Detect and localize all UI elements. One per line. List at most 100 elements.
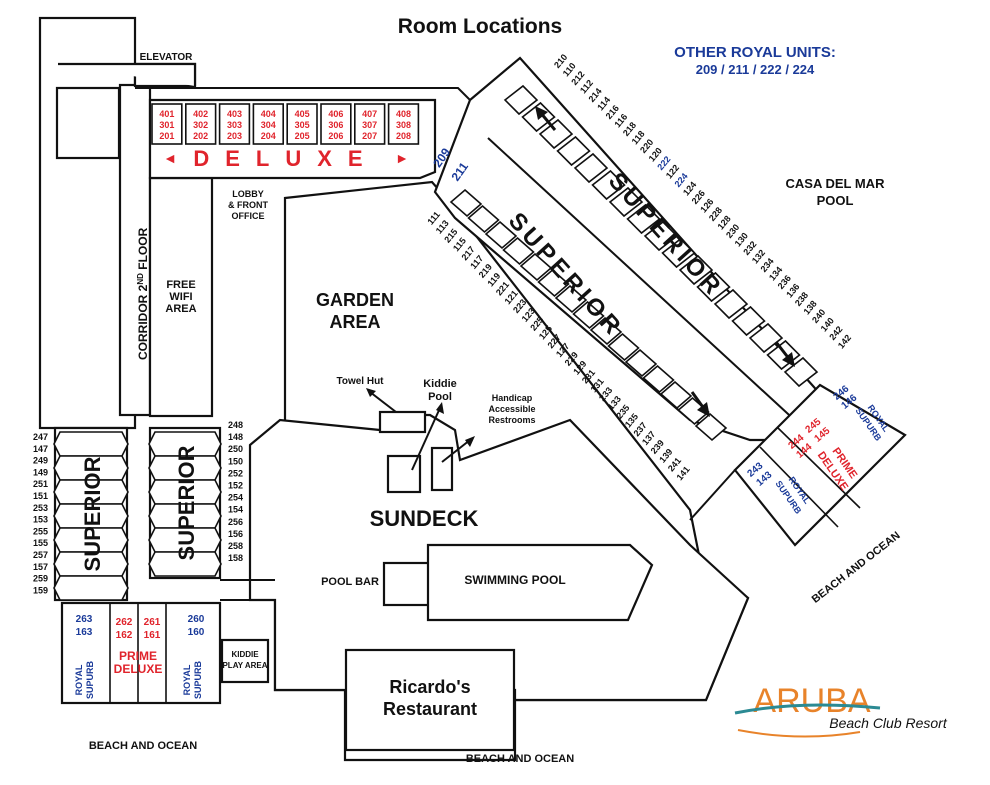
garden-label-2: AREA	[329, 312, 380, 332]
diag-inner-cell	[572, 300, 605, 330]
page-title: Room Locations	[398, 15, 563, 38]
wifi-label-1: FREE	[166, 279, 195, 291]
diag-inner-cell	[589, 316, 623, 346]
diag-outer-cell	[556, 135, 591, 167]
unit-162: 162	[116, 630, 133, 641]
diag-inner-cell	[607, 332, 640, 362]
kiddie-pool-label-2: Pool	[428, 391, 452, 403]
deluxe-unit-203: 203	[227, 131, 242, 141]
deluxe-unit-cell	[320, 103, 352, 145]
wifi-label-2: WIFI	[169, 291, 192, 303]
diag-inner-cell	[537, 268, 570, 298]
bottom-left-outline	[60, 601, 222, 705]
wing-connector	[220, 579, 275, 601]
casa-label-2: POOL	[817, 193, 854, 208]
prime-label-2: DELUXE	[114, 662, 163, 676]
inner-superior-wing: SUPERIOR	[148, 426, 222, 580]
unit-number-259: 259	[33, 574, 48, 584]
deluxe-unit-207: 207	[362, 131, 377, 141]
unit-263: 263	[76, 614, 93, 625]
diagonal-corridor	[487, 137, 801, 426]
unit-number-149: 149	[33, 467, 48, 477]
corridor-room	[55, 86, 121, 160]
deluxe-unit-cell	[151, 103, 183, 145]
deluxe-unit-cell	[185, 103, 217, 145]
unit-number-254: 254	[228, 493, 243, 503]
deluxe-unit-407: 407	[362, 109, 377, 119]
diag-inner-cell	[694, 412, 728, 442]
logo-swoosh	[734, 703, 881, 715]
diag-outer-cell	[748, 322, 784, 354]
unit-number-248: 248	[228, 420, 243, 430]
corridor-label: CORRIDOR 2ND FLOOR	[136, 227, 150, 360]
diag-inner-cell	[624, 348, 658, 378]
unit-number-153: 153	[33, 515, 48, 525]
diag-inner-cell	[554, 284, 588, 314]
diag-inner-cell	[484, 220, 518, 250]
unit-number-157: 157	[33, 562, 48, 572]
wing-unit-cell	[53, 575, 129, 601]
unit-number-257: 257	[33, 550, 48, 560]
deluxe-unit-cell	[252, 103, 284, 145]
casa-label-1: CASA DEL MAR	[786, 176, 886, 191]
kiddie-pool-arrow	[411, 407, 441, 471]
diag-inner-cell	[467, 204, 500, 234]
beach-label-right: BEACH AND OCEAN	[810, 530, 903, 606]
diag-outer-cell	[608, 186, 644, 218]
unit-number-250: 250	[228, 444, 243, 454]
swimming-pool	[426, 543, 654, 622]
pool-bar-label: POOL BAR	[321, 576, 379, 588]
top-corridor-wall	[135, 87, 471, 101]
unit-number-256: 256	[228, 517, 243, 527]
deluxe-unit-206: 206	[328, 131, 343, 141]
beach-label-left: BEACH AND OCEAN	[89, 740, 197, 752]
unit-number-155: 155	[33, 538, 48, 548]
royal-label-b2: SUPURB	[193, 661, 203, 700]
diag-outer-cell	[591, 169, 626, 201]
prime-label-1: PRIME	[119, 649, 157, 663]
restrooms-label-3: Restrooms	[488, 415, 535, 425]
deluxe-label: DELUXE	[193, 146, 378, 171]
inner-superior-label: SUPERIOR	[174, 445, 199, 560]
deluxe-unit-cell	[353, 103, 386, 145]
rb-divider-1	[777, 427, 861, 509]
restrooms-arrowhead	[465, 436, 475, 447]
diag-outer-cell	[731, 305, 766, 337]
deluxe-unit-302: 302	[193, 120, 208, 130]
unit-number-148: 148	[228, 432, 243, 442]
restrooms-box	[430, 446, 454, 492]
other-royal-units: 209 / 211 / 222 / 224	[696, 62, 815, 77]
deluxe-unit-403: 403	[227, 109, 242, 119]
deluxe-unit-cell	[286, 103, 318, 145]
right-unit-block: 246 146 245 145 244 144 243 143 ROYAL SU…	[733, 383, 907, 547]
deluxe-unit-406: 406	[328, 109, 343, 119]
unit-number-150: 150	[228, 456, 243, 466]
logo-name: ARUBA	[753, 682, 870, 720]
towel-hut-arrow	[369, 391, 397, 413]
royal-label-a1: ROYAL	[74, 664, 84, 695]
unit-number-156: 156	[228, 529, 243, 539]
deluxe-unit-201: 201	[159, 131, 174, 141]
right-block-outline	[733, 383, 907, 547]
kiddie-play-label-2: PLAY AREA	[222, 661, 267, 670]
diag-outer-cell	[626, 203, 661, 235]
deluxe-arrow-left: ◄	[163, 150, 177, 166]
deluxe-unit-305: 305	[295, 120, 310, 130]
diag-arrowhead-3	[697, 402, 710, 417]
sundeck-label: SUNDECK	[370, 506, 479, 531]
other-royal-heading: OTHER ROYAL UNITS:	[674, 44, 836, 61]
towel-hut	[378, 410, 427, 434]
restrooms-arrow	[441, 439, 471, 463]
diag-outer-cell	[783, 356, 819, 388]
right-connector	[689, 469, 736, 521]
beach-label-bottom: BEACH AND OCEAN	[466, 753, 574, 765]
lobby-label-2: & FRONT	[228, 200, 268, 210]
garden-label-1: GARDEN	[316, 290, 394, 310]
deluxe-unit-307: 307	[362, 120, 377, 130]
unit-number-154: 154	[228, 505, 243, 515]
diag-outer-cell	[713, 288, 749, 320]
wing-unit-cell	[148, 551, 222, 577]
kiddie-play-label-1: KIDDIE	[231, 650, 259, 659]
royal-label-b1: ROYAL	[182, 664, 192, 695]
lobby-label-1: LOBBY	[232, 189, 264, 199]
